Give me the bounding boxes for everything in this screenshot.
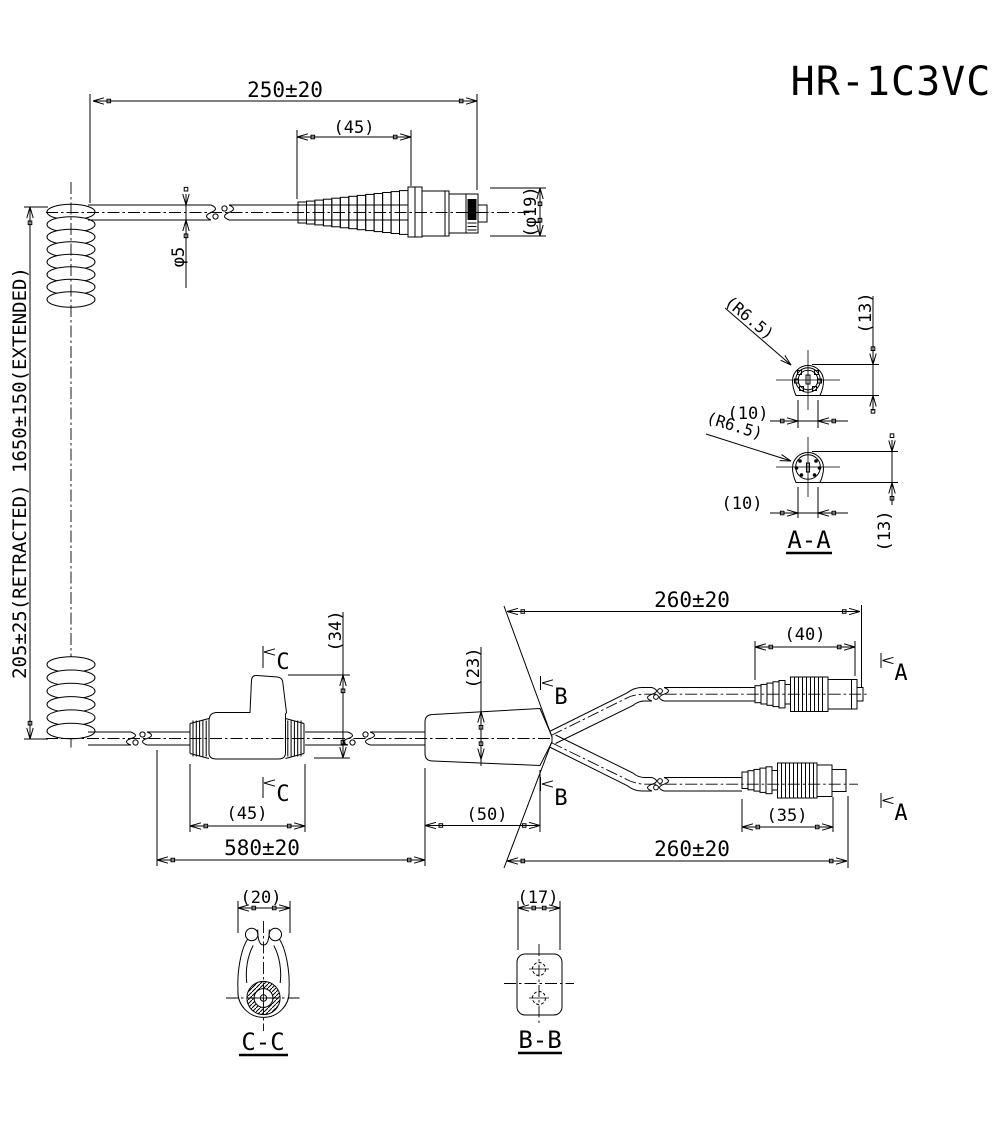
dim-13-top-label: (13): [856, 293, 876, 334]
bottom-assembly-view: [46, 656, 868, 799]
dim-23-label: (23): [464, 648, 484, 689]
dim-260-top-label: 260±20: [654, 588, 730, 612]
plug-lower: [741, 762, 847, 799]
connector-tip: [477, 204, 488, 223]
section-aa-label: A-A: [787, 526, 831, 554]
marker-c-bottom-label: C: [276, 782, 289, 807]
marker-b-top-label: B: [554, 685, 567, 710]
leader-r65-bottom: [705, 433, 792, 462]
bb-body-outline: [516, 953, 563, 1016]
marker-b-bottom-label: B: [554, 786, 567, 811]
dim-250-label: 250±20: [247, 78, 323, 102]
extended-length-dimension: [24, 206, 48, 740]
plug-upper: [754, 676, 864, 712]
cable-cross-section-hatch: [246, 981, 281, 1015]
coil-cord-top: [46, 203, 96, 308]
section-view-cc: [226, 901, 301, 1057]
top-assembly-view: [46, 182, 533, 748]
clip-outer-contour: [237, 938, 290, 1018]
dim-10-bottom-label: (10): [722, 494, 763, 514]
dim-10-top-label: (10): [728, 404, 769, 424]
marker-c-top-label: C: [276, 650, 289, 675]
retracted-extended-label: 205±25(RETRACTED) 1650±150(EXTENDED): [9, 267, 31, 679]
dim-35-label: (35): [767, 806, 808, 826]
leader-r65-top: [724, 307, 792, 366]
dim-17-label: (17): [518, 888, 559, 908]
dim-50-label: (50): [467, 805, 508, 825]
dia-19-label: (φ19): [521, 186, 541, 237]
bottom-view-dimensions: [156, 605, 894, 869]
cable-top: [88, 204, 298, 221]
crosshair-bottom-face: [776, 437, 840, 497]
connector-face-view-top: [724, 296, 879, 428]
dim-34-label: (34): [326, 611, 346, 652]
marker-a-bottom-label: A: [894, 801, 907, 826]
connector-face-view-bottom: [705, 433, 898, 555]
connector-insert: [467, 199, 477, 220]
connector-body-top-view: [407, 186, 488, 238]
cable-bottom-mid: [305, 731, 425, 746]
dim-13-bottom-label: (13): [875, 511, 895, 552]
dim-260-bottom-label: 260±20: [654, 837, 730, 861]
marker-a-top-label: A: [894, 661, 907, 686]
section-bb-label: B-B: [518, 1026, 561, 1054]
branch-cable-lower: [549, 734, 858, 792]
section-cc-label: C-C: [241, 1028, 284, 1056]
dim-20-label: (20): [241, 888, 282, 908]
cable-bottom-left: [88, 731, 190, 746]
branch-cable-upper: [549, 687, 868, 744]
text-layer: HR-1C3VC 250±20 (45) φ5 (φ19) 205±25(RET…: [9, 59, 992, 1056]
dim-580-label: 580±20: [224, 836, 300, 860]
drawing-title: HR-1C3VC: [791, 59, 992, 105]
dia-5-label: φ5: [169, 247, 189, 267]
dim-45-clip-label: (45): [227, 804, 268, 824]
y-splitter-body: [424, 707, 553, 767]
dim-40-label: (40): [785, 625, 826, 645]
coil-cord-bottom: [46, 656, 96, 740]
top-view-dimensions: [89, 94, 546, 288]
section-view-bb: [504, 901, 574, 1055]
dim-45-boot-label: (45): [334, 118, 375, 138]
crosshair-top-face: [776, 350, 840, 410]
